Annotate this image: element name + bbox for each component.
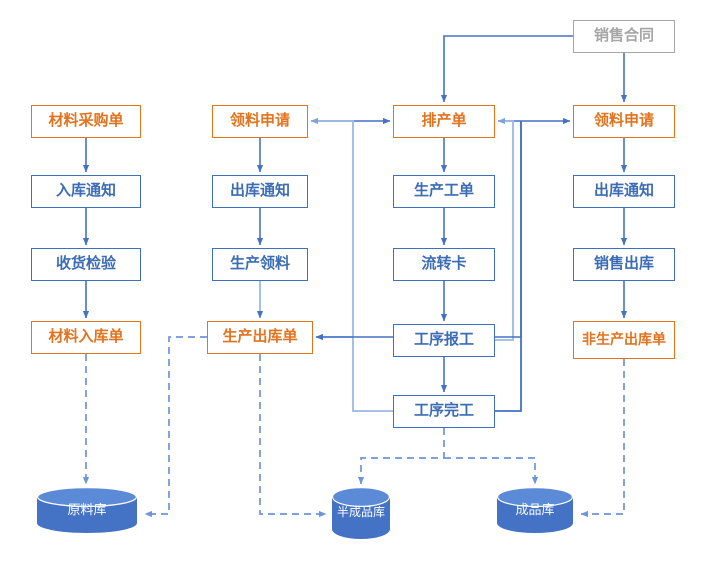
node-n_rktz[interactable]: 入库通知 xyxy=(31,175,141,208)
node-n_shjy[interactable]: 收货检验 xyxy=(31,248,141,281)
cylinder-label: 半成品库 xyxy=(336,505,385,520)
node-n_gxwg[interactable]: 工序完工 xyxy=(393,395,495,428)
cylinder-shape xyxy=(332,487,390,539)
node-label: 出库通知 xyxy=(593,182,654,200)
node-label: 销售出库 xyxy=(593,255,654,273)
node-n_scll[interactable]: 生产领料 xyxy=(212,248,308,281)
node-n_cktz1[interactable]: 出库通知 xyxy=(212,175,308,208)
cylinder-shape xyxy=(37,487,137,533)
cylinder-c_ylk[interactable]: 原料库 xyxy=(37,487,137,533)
node-label: 生产领料 xyxy=(229,255,290,273)
node-label: 入库通知 xyxy=(55,182,116,200)
cylinder-shape xyxy=(497,487,573,533)
cylinder-label: 成品库 xyxy=(515,501,555,517)
node-n_cktz2[interactable]: 出库通知 xyxy=(573,175,675,208)
node-label: 出库通知 xyxy=(229,182,290,200)
node-n_gxbg[interactable]: 工序报工 xyxy=(393,324,495,357)
node-label: 材料入库单 xyxy=(48,328,124,346)
node-n_lzk[interactable]: 流转卡 xyxy=(393,248,495,281)
node-label: 生产工单 xyxy=(413,182,474,200)
node-label: 工序完工 xyxy=(413,402,474,420)
node-n_fsc[interactable]: 非生产出库单 xyxy=(573,321,675,359)
node-n_llsq2[interactable]: 领料申请 xyxy=(573,105,675,138)
cylinder-c_bcpk[interactable]: 半成品库 xyxy=(332,487,390,539)
node-n_xsck[interactable]: 销售出库 xyxy=(573,248,675,281)
node-label: 领料申请 xyxy=(229,112,290,130)
cylinder-c_cpk[interactable]: 成品库 xyxy=(497,487,573,533)
node-n_sccku[interactable]: 生产出库单 xyxy=(207,321,313,354)
node-n_clrk[interactable]: 材料入库单 xyxy=(31,321,141,354)
node-n_scgd[interactable]: 生产工单 xyxy=(393,175,495,208)
node-label: 收货检验 xyxy=(55,255,116,273)
solid-edges xyxy=(82,35,628,393)
node-label: 流转卡 xyxy=(421,255,467,273)
node-n_xsht[interactable]: 销售合同 xyxy=(573,20,675,53)
solid-edges-feedback xyxy=(315,121,522,341)
node-n_pcd[interactable]: 排产单 xyxy=(393,105,495,138)
node-label: 排产单 xyxy=(421,112,467,130)
node-n_cgd[interactable]: 材料采购单 xyxy=(31,105,141,138)
node-label: 材料采购单 xyxy=(48,112,124,130)
node-label: 销售合同 xyxy=(593,27,654,45)
node-label: 非生产出库单 xyxy=(582,331,666,348)
node-label: 生产出库单 xyxy=(222,328,298,346)
cylinder-label: 原料库 xyxy=(67,501,107,517)
node-n_llsq1[interactable]: 领料申请 xyxy=(212,105,308,138)
dashed-edges xyxy=(82,336,625,518)
node-label: 领料申请 xyxy=(593,112,654,130)
node-label: 工序报工 xyxy=(413,331,474,349)
